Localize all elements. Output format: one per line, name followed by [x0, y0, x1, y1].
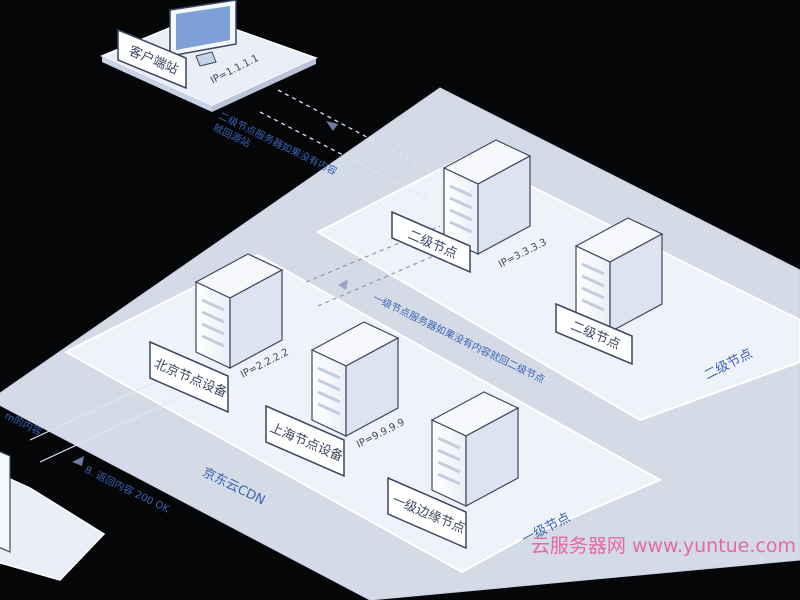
server-icon	[430, 391, 520, 508]
server-icon	[310, 321, 400, 438]
server-icon	[574, 217, 664, 334]
dashed-links	[29, 89, 453, 466]
link-arrow-bottom	[72, 456, 84, 466]
server-icon	[442, 139, 532, 256]
secondary-region	[315, 153, 800, 422]
monitor-icon	[169, 0, 237, 67]
client-device-partial	[0, 451, 106, 581]
watermark-text: 云服务器网 www.yuntue.com	[531, 535, 796, 557]
server-icon	[194, 253, 284, 370]
link-arrow-top	[326, 121, 338, 131]
link-arrow-mid	[338, 279, 348, 290]
watermark-text-svg: 云服务器网 www.yuntue.com	[531, 535, 796, 557]
watermark: 云服务器网 www.yuntue.com	[378, 534, 798, 562]
